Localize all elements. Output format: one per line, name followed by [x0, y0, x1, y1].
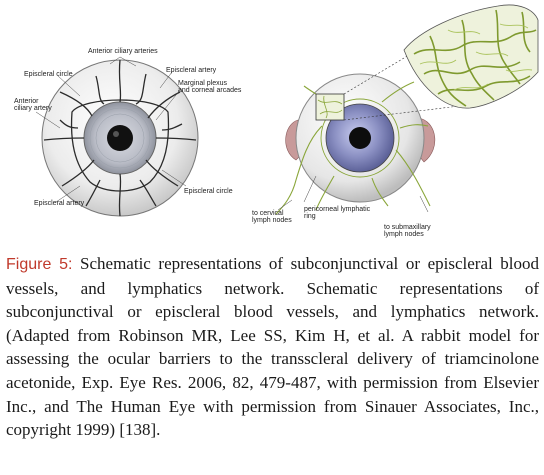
- label-submaxillary-line2: lymph nodes: [384, 231, 424, 238]
- figure-caption: Figure 5: Schematic representations of s…: [6, 252, 539, 442]
- label-anterior-ciliary-artery-line1: Anterior: [14, 98, 39, 105]
- label-pericorneal-line2: ring: [304, 213, 316, 220]
- label-submaxillary-line1: to submaxillary: [384, 224, 431, 231]
- caption-text: Schematic representations of subconjunct…: [6, 254, 540, 440]
- label-episcleral-artery-top: Episcleral artery: [166, 67, 217, 74]
- label-episcleral-circle-top: Episcleral circle: [24, 71, 73, 78]
- label-episcleral-artery-bottom: Episcleral artery: [34, 200, 85, 207]
- left-eye-diagram: [35, 56, 199, 217]
- label-pericorneal-line1: pericorneal lymphatic: [304, 206, 371, 213]
- figure-illustration: [35, 4, 539, 217]
- magnified-lymphatic-network: [403, 4, 539, 109]
- label-cervical-line1: to cervical: [252, 210, 284, 217]
- right-eye-diagram: [275, 4, 539, 215]
- label-episcleral-circle-bottom: Episcleral circle: [184, 188, 233, 195]
- label-marginal-plexus-line1: Marginal plexus: [178, 80, 228, 87]
- caption-figure-label: Figure 5:: [6, 256, 73, 273]
- label-cervical-line2: lymph nodes: [252, 217, 292, 224]
- label-anterior-ciliary-artery-line2: ciliary artery: [14, 105, 52, 112]
- figure-panel: Anterior ciliary arteries Episcleral cir…: [14, 4, 539, 238]
- label-marginal-plexus-line2: and corneal arcades: [178, 87, 242, 94]
- label-anterior-ciliary-arteries: Anterior ciliary arteries: [88, 48, 158, 55]
